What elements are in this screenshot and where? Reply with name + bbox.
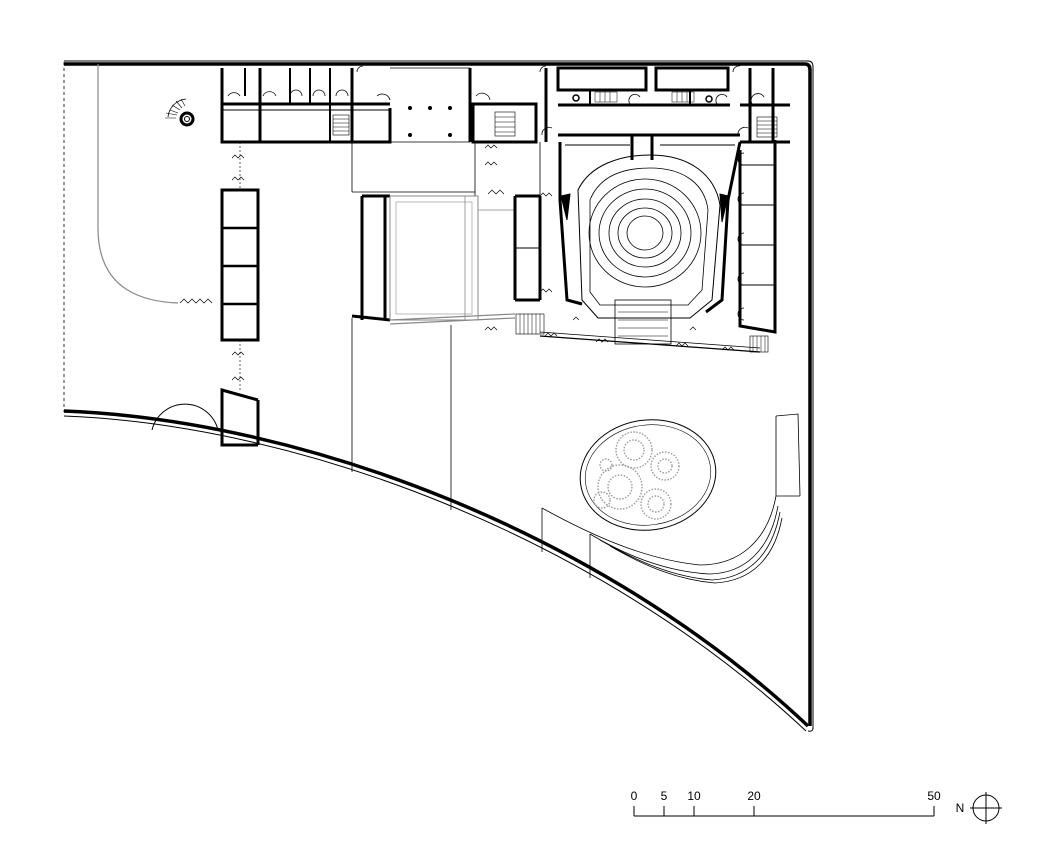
scale-label-0: 0 — [631, 789, 638, 803]
west-rooms — [220, 142, 260, 447]
scale-label-20: 20 — [747, 789, 761, 803]
oval-garden — [579, 419, 717, 531]
north-wing — [220, 66, 790, 144]
east-rooms — [737, 140, 790, 353]
north-arrow-icon: N — [956, 792, 1002, 824]
auditorium — [539, 135, 761, 353]
scale-label-10: 10 — [687, 789, 701, 803]
site-outline — [63, 60, 814, 732]
scale-label-5: 5 — [661, 789, 668, 803]
garden-curve — [97, 64, 179, 304]
revolving-doors — [179, 144, 735, 381]
north-label: N — [956, 801, 965, 815]
spiral-stair — [165, 98, 195, 127]
door-swings — [227, 65, 765, 136]
trees — [593, 431, 680, 520]
central-hall — [351, 142, 591, 578]
east-terraces — [541, 413, 801, 584]
scale-label-50: 50 — [927, 789, 941, 803]
scale-bar — [633, 806, 935, 817]
entrance-bump — [151, 403, 219, 431]
scale-labels: 0 5 10 20 50 — [631, 789, 941, 803]
